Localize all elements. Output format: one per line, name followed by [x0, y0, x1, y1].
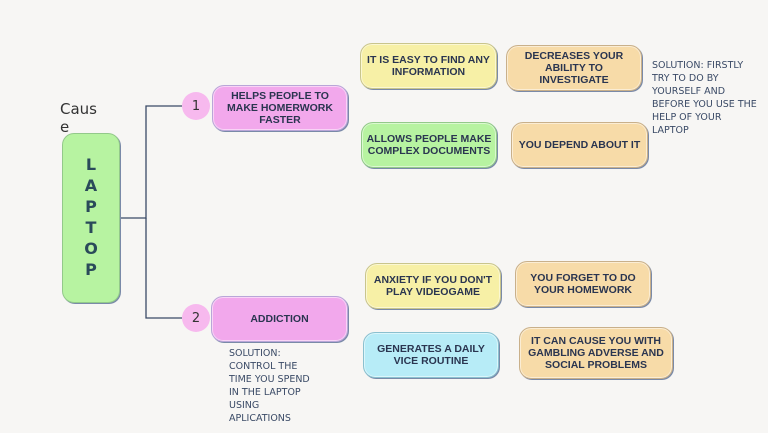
central-topic-box[interactable]: LAPTOP — [62, 133, 120, 303]
branch-2-effect-1-box[interactable]: YOU FORGET TO DO YOUR HOMEWORK — [515, 261, 651, 307]
branch-1-effect-1-box[interactable]: DECREASES YOUR ABILITY TO INVESTIGATE — [506, 45, 642, 91]
branch-2-effect-2: IT CAN CAUSE YOU WITH GAMBLING ADVERSE A… — [528, 335, 664, 371]
branch-1-cause-1: IT IS EASY TO FIND ANY INFORMATION — [367, 54, 490, 78]
branch-2-solution: SOLUTION: CONTROL THE TIME YOU SPEND IN … — [229, 348, 310, 424]
branch-2-title: ADDICTION — [250, 313, 309, 325]
branch-1-title: HELPS PEOPLE TO MAKE HOMERWORK FASTER — [227, 90, 333, 126]
central-topic-text: LAPTOP — [81, 155, 101, 281]
branch-1-effect-1: DECREASES YOUR ABILITY TO INVESTIGATE — [524, 50, 624, 86]
branch-2-title-box[interactable]: ADDICTION — [211, 296, 348, 342]
branch-2-effect-1: YOU FORGET TO DO YOUR HOMEWORK — [530, 272, 636, 296]
branch-1-effect-2-box[interactable]: YOU DEPEND ABOUT IT — [511, 122, 648, 168]
branch-2-cause-2-box[interactable]: GENERATES A DAILY VICE ROUTINE — [363, 332, 499, 378]
branch-1-cause-2: ALLOWS PEOPLE MAKE COMPLEX DOCUMENTS — [366, 133, 492, 157]
branch-1-title-box[interactable]: HELPS PEOPLE TO MAKE HOMERWORK FASTER — [212, 85, 348, 131]
branch-1-effect-2: YOU DEPEND ABOUT IT — [518, 139, 641, 151]
branch-2-number: 2 — [182, 304, 210, 332]
branch-1-cause-2-box[interactable]: ALLOWS PEOPLE MAKE COMPLEX DOCUMENTS — [361, 122, 497, 168]
branch-2-cause-1: ANXIETY IF YOU DON'T PLAY VIDEOGAME — [373, 274, 493, 298]
branch-1-solution: SOLUTION: FIRSTLY TRY TO DO BY YOURSELF … — [652, 60, 757, 136]
branch-1-cause-1-box[interactable]: IT IS EASY TO FIND ANY INFORMATION — [360, 43, 497, 89]
cause-label: Cause — [60, 100, 97, 136]
branch-2-effect-2-box[interactable]: IT CAN CAUSE YOU WITH GAMBLING ADVERSE A… — [519, 327, 673, 379]
branch-2-cause-2: GENERATES A DAILY VICE ROUTINE — [377, 343, 485, 367]
branch-2-cause-1-box[interactable]: ANXIETY IF YOU DON'T PLAY VIDEOGAME — [365, 263, 501, 309]
branch-1-number: 1 — [182, 92, 210, 120]
